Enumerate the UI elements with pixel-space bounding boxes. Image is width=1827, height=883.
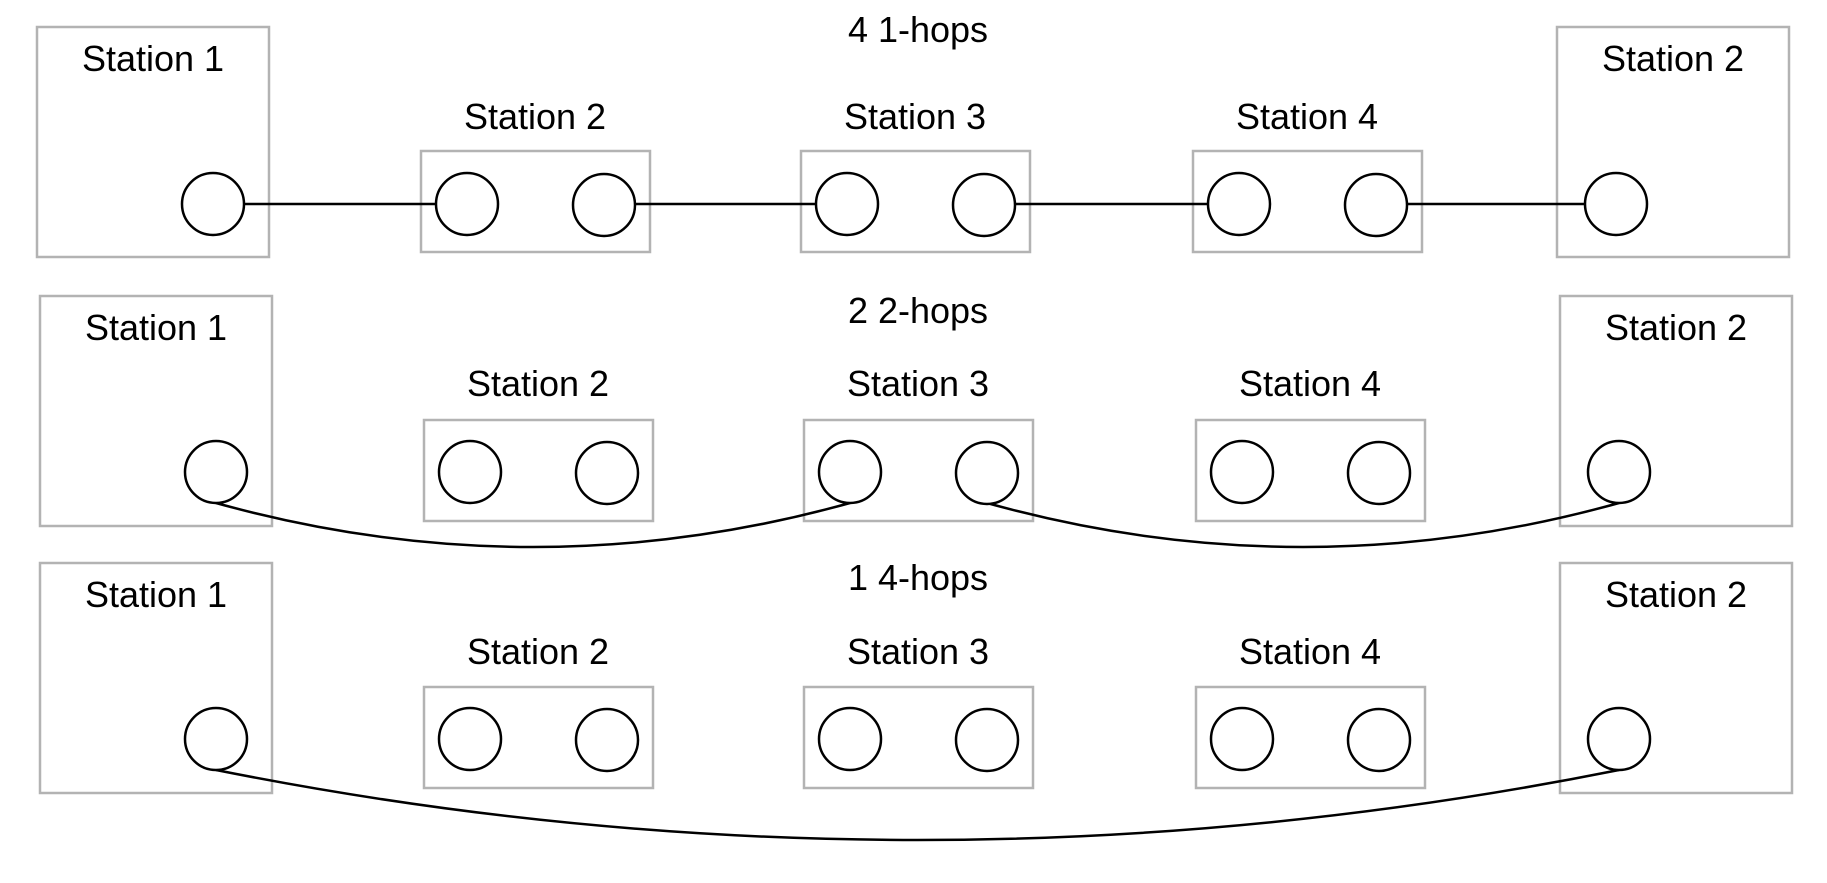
station-label: Station 1	[85, 574, 227, 615]
port-circle	[814, 171, 880, 237]
row-2-2-hops: 2 2-hops Station 1 Station 2 Station 3 S…	[38, 290, 1794, 549]
station-label: Station 4	[1236, 96, 1378, 137]
station-middle-3: Station 4	[1194, 363, 1427, 523]
port-circle	[437, 439, 503, 505]
station-label: Station 2	[467, 631, 609, 672]
port-circle	[1206, 171, 1272, 237]
port-circle	[1209, 439, 1275, 505]
station-middle-2: Station 3	[802, 631, 1035, 790]
station-middle-2: Station 3	[802, 363, 1035, 523]
port-circle	[954, 440, 1020, 506]
station-endpoint-right: Station 2	[1558, 294, 1794, 528]
station-label: Station 2	[464, 96, 606, 137]
station-middle-1: Station 2	[422, 363, 655, 523]
port-circle	[574, 440, 640, 506]
hop-link-2	[986, 501, 1620, 549]
port-circle	[183, 706, 249, 772]
station-middle-3: Station 4	[1194, 631, 1427, 790]
station-label: Station 3	[847, 631, 989, 672]
port-circle	[951, 172, 1017, 238]
station-label: Station 1	[82, 38, 224, 79]
station-label: Station 2	[467, 363, 609, 404]
station-label: Station 2	[1605, 307, 1747, 348]
port-circle	[1343, 172, 1409, 238]
links	[215, 501, 1620, 549]
port-circle	[1586, 706, 1652, 772]
station-endpoint-left: Station 1	[35, 25, 271, 259]
port-circle	[180, 171, 246, 237]
station-endpoint-left: Station 1	[38, 561, 274, 795]
hop-link-1	[215, 501, 851, 549]
station-endpoint-right: Station 2	[1555, 25, 1791, 259]
port-circle	[571, 172, 637, 238]
ports	[183, 439, 1652, 506]
port-circle	[954, 707, 1020, 773]
station-middle-2: Station 3	[799, 96, 1032, 254]
station-label: Station 3	[844, 96, 986, 137]
station-middle-1: Station 2	[419, 96, 652, 254]
port-circle	[1346, 707, 1412, 773]
hop-link-1	[215, 768, 1620, 842]
row-title: 4 1-hops	[848, 9, 988, 50]
station-label: Station 4	[1239, 631, 1381, 672]
port-circle	[1346, 440, 1412, 506]
port-circle	[817, 706, 883, 772]
port-circle	[574, 707, 640, 773]
ports	[183, 706, 1652, 773]
port-circle	[817, 439, 883, 505]
row-1-4-hops: 1 4-hops Station 1 Station 2 Station 3 S…	[38, 557, 1794, 842]
station-endpoint-right: Station 2	[1558, 561, 1794, 795]
row-title: 2 2-hops	[848, 290, 988, 331]
ports	[180, 171, 1649, 238]
row-4-1-hops: 4 1-hops Station 1 Station 2 Station 3 S…	[35, 9, 1791, 259]
station-endpoint-left: Station 1	[38, 294, 274, 528]
row-title: 1 4-hops	[848, 557, 988, 598]
port-circle	[1586, 439, 1652, 505]
station-label: Station 4	[1239, 363, 1381, 404]
station-label: Station 1	[85, 307, 227, 348]
station-label: Station 2	[1605, 574, 1747, 615]
port-circle	[1209, 706, 1275, 772]
station-middle-1: Station 2	[422, 631, 655, 790]
port-circle	[1583, 171, 1649, 237]
port-circle	[437, 706, 503, 772]
station-label: Station 3	[847, 363, 989, 404]
port-circle	[434, 171, 500, 237]
station-label: Station 2	[1602, 38, 1744, 79]
links	[215, 768, 1620, 842]
port-circle	[183, 439, 249, 505]
station-middle-3: Station 4	[1191, 96, 1424, 254]
